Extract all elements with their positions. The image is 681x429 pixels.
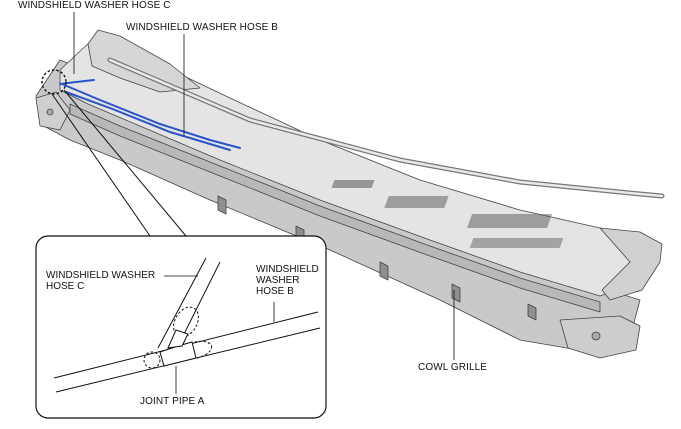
label-detail-hose-c-line1: WINDSHIELD WASHER [46, 270, 156, 281]
label-detail-hose-b-line2: WASHER [256, 275, 300, 286]
bracket-bolt [46, 108, 54, 116]
label-detail-hose-b-line1: WINDSHIELD [256, 264, 319, 275]
mount-tab [527, 303, 537, 321]
mount-tab [379, 261, 389, 281]
joint-pipe-stem [167, 329, 189, 349]
cowl-left-hump [87, 29, 201, 93]
detail-hose-c-edge [157, 257, 207, 349]
zoom-line [63, 89, 187, 237]
label-detail-hose-c-line2: HOSE C [46, 281, 85, 292]
washer-hose-b-path [65, 91, 231, 151]
label-hose-b-top: WINDSHIELD WASHER HOSE B [126, 22, 279, 33]
detail-frame [35, 235, 327, 419]
bracket-bolt [591, 331, 601, 341]
vent-block [467, 214, 553, 228]
zoom-line [51, 93, 151, 237]
cowl-front-lip [69, 103, 601, 313]
joint-right-dashed [179, 340, 213, 360]
mount-tab [217, 195, 227, 215]
cowl-right-end [599, 227, 663, 301]
label-joint-pipe: JOINT PIPE A [140, 396, 205, 407]
detail-box [35, 235, 327, 419]
label-detail-hose-b-line3: HOSE B [256, 286, 294, 297]
washer-hose-b-path [61, 83, 241, 149]
joint-left-dashed [143, 351, 161, 369]
wiper-rod-highlight [108, 58, 664, 198]
label-hose-c-top: WINDSHIELD WASHER HOSE C [18, 0, 171, 11]
joint-callout-circle [41, 69, 67, 95]
grille-vents [331, 180, 564, 248]
label-detail-hose-c: WINDSHIELD WASHER HOSE C [46, 270, 155, 292]
label-cowl-grille: COWL GRILLE [418, 362, 488, 373]
vent-block [331, 180, 375, 188]
vent-block [469, 238, 564, 248]
label-detail-hose-b: WINDSHIELD WASHER HOSE B [256, 264, 319, 297]
wiper-rod [107, 57, 665, 199]
vent-block [384, 196, 449, 208]
